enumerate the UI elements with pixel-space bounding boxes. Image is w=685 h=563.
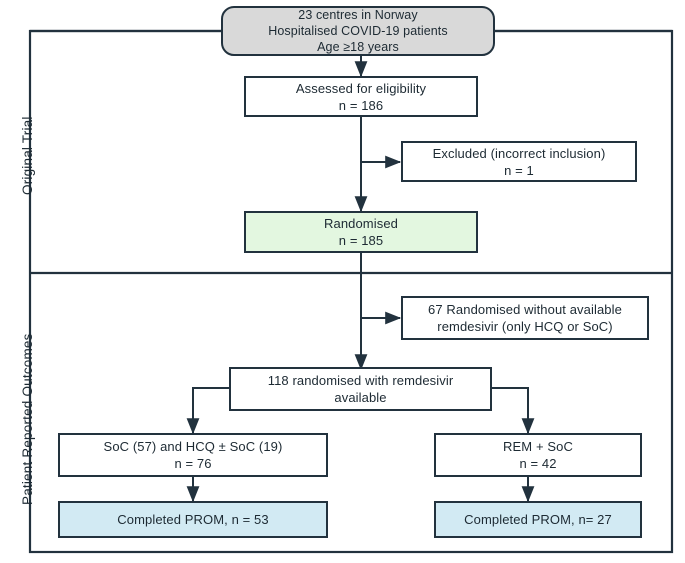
- node-randomised: Randomised n = 185: [244, 211, 478, 253]
- node-header-line-1: 23 centres in Norway: [298, 8, 418, 22]
- node-completed-prom-right: Completed PROM, n= 27: [434, 501, 642, 538]
- node-with-remdesivir-line-2: available: [334, 390, 387, 405]
- node-excluded-line-2: n = 1: [504, 162, 534, 178]
- node-assessed-line-1: Assessed for eligibility: [295, 80, 427, 96]
- node-randomised-without-remdesivir: 67 Randomised without available remdesiv…: [401, 296, 649, 340]
- node-randomised-with-remdesivir: 118 randomised with remdesivir available: [229, 367, 492, 411]
- node-soc-hcq-line-1: SoC (57) and HCQ ± SoC (19): [103, 439, 283, 454]
- node-header-line-2: Hospitalised COVID-19 patients: [268, 24, 448, 38]
- node-prom-right-line-1: Completed PROM, n= 27: [464, 512, 612, 527]
- node-prom-left-line-1: Completed PROM, n = 53: [117, 512, 269, 527]
- node-no-remdesivir-line-1: 67 Randomised without available: [428, 302, 622, 317]
- node-assessed-line-2: n = 186: [338, 97, 384, 113]
- node-with-remdesivir-line-1: 118 randomised with remdesivir: [267, 373, 454, 388]
- connector-split-left: [186, 387, 229, 435]
- node-soc-hcq-line-2: n = 76: [174, 456, 212, 471]
- node-completed-prom-left: Completed PROM, n = 53: [58, 501, 328, 538]
- node-excluded-line-1: Excluded (incorrect inclusion): [432, 145, 606, 161]
- node-soc-hcq-arm: SoC (57) and HCQ ± SoC (19) n = 76: [58, 433, 328, 477]
- node-randomised-line-1: Randomised: [324, 216, 398, 231]
- node-header-line-3: Age ≥18 years: [317, 40, 399, 54]
- section-label-patient-reported-outcomes: Patient Reported Outcomes: [20, 333, 35, 505]
- node-assessed-for-eligibility: Assessed for eligibility n = 186: [244, 76, 478, 117]
- node-randomised-line-2: n = 185: [338, 233, 384, 248]
- node-rem-soc-line-2: n = 42: [519, 456, 557, 471]
- node-excluded: Excluded (incorrect inclusion) n = 1: [401, 141, 637, 182]
- node-header: 23 centres in Norway Hospitalised COVID-…: [221, 6, 495, 56]
- section-label-original-trial: Original Trial: [20, 116, 35, 195]
- node-rem-soc-arm: REM + SoC n = 42: [434, 433, 642, 477]
- node-rem-soc-line-1: REM + SoC: [503, 439, 573, 454]
- node-no-remdesivir-line-2: remdesivir (only HCQ or SoC): [437, 319, 613, 334]
- connector-split-right: [492, 387, 535, 435]
